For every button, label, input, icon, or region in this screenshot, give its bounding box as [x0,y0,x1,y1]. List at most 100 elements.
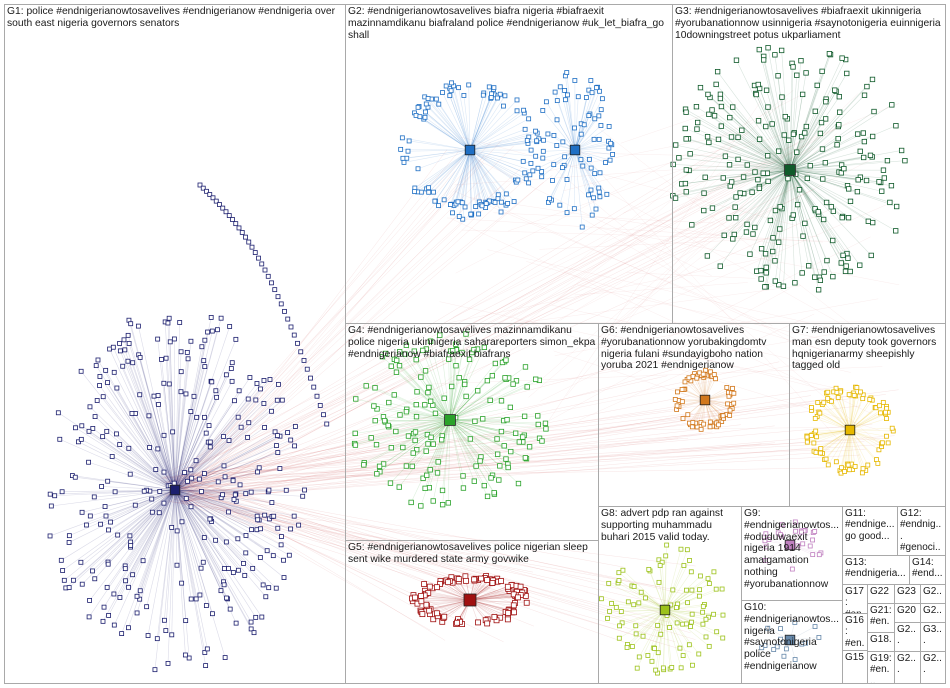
vertex-node-g4 [446,356,452,362]
intra-group-edge [432,419,451,502]
intra-group-edge [363,419,451,466]
inter-group-edge [186,495,660,644]
intra-group-edge [174,489,222,591]
vertex-node-g2 [399,135,405,141]
vertex-node-g3 [711,113,718,119]
vertex-node-g2 [448,202,453,207]
intra-group-edge [174,377,251,491]
intra-group-edge [818,411,851,431]
intra-group-edge [469,97,498,151]
intra-group-edge [435,149,471,202]
intra-group-edge [174,489,205,538]
vertex-node-g3 [733,57,740,63]
intra-group-edge [94,416,176,491]
intra-group-edge [174,338,176,491]
intra-group-edge [631,585,666,611]
inter-group-edge [602,200,896,330]
intra-group-edge [174,489,303,497]
vertex-node-g2 [473,204,479,209]
intra-group-edge [119,489,176,598]
vertex-node-g2 [596,136,602,142]
vertex-node-g3 [747,251,753,257]
intra-group-edge [449,419,546,424]
vertex-node-g2 [610,152,615,157]
intra-group-edge [469,149,489,203]
intra-group-edge [174,489,236,495]
intra-group-edge [174,425,210,491]
vertex-node-g1 [235,567,241,573]
intra-group-edge [746,169,791,225]
vertex-node-g1 [200,559,206,565]
vertex-node-g3 [819,68,825,75]
intra-group-edge [125,489,176,581]
intra-group-edge [124,489,176,567]
inter-group-edge [167,441,865,482]
intra-group-edge [460,149,471,202]
vertex-node-g1 [233,221,239,227]
vertex-node-g2 [563,97,568,103]
intra-group-edge [394,394,451,421]
intra-group-edge [811,429,851,436]
intra-group-edge [449,400,502,421]
vertex-node-g2 [528,147,534,153]
group-label-g3: G3: #endnigerianowtosavelives #biafraexi… [675,6,944,41]
intra-group-edge [128,320,176,491]
vertex-node-g4 [414,447,420,453]
vertex-node-g3 [726,162,733,168]
intra-group-edge [754,85,791,171]
vertex-node-g3 [709,107,715,113]
inter-group-edge [186,446,831,500]
group-label-g24: G2... [923,586,942,604]
intra-group-edge [174,435,281,491]
inter-group-edge [183,503,516,610]
vertex-node-g10 [792,657,798,662]
vertex-node-g5 [437,581,443,587]
intra-group-edge [421,149,471,193]
vertex-node-g3 [838,260,844,266]
vertex-node-g1 [132,502,138,508]
intra-group-edge [849,429,879,464]
inter-group-edge [162,375,401,479]
vertex-node-g1 [256,255,261,261]
vertex-node-g1 [78,368,84,374]
intra-group-edge [618,580,666,611]
vertex-node-g7 [825,396,831,402]
intra-group-edge [789,169,849,190]
vertex-node-g1 [205,329,211,335]
intra-group-edge [731,136,791,171]
vertex-node-g3 [884,158,891,164]
intra-group-edge [789,85,818,171]
vertex-node-g3 [749,189,755,195]
vertex-node-g1 [209,379,215,385]
vertex-node-g4 [382,350,389,357]
intra-group-edge [678,157,791,171]
vertex-node-g8 [640,633,646,639]
intra-group-edge [86,489,176,526]
group-label-g1: G1: police #endnigerianowtosavelives #en… [7,6,338,29]
intra-group-edge [423,118,471,151]
intra-group-edge [469,136,529,151]
vertex-node-g10 [816,635,822,640]
inter-group-edge [186,423,873,484]
vertex-node-g1 [202,364,208,370]
intra-group-edge [449,419,498,440]
vertex-node-g4 [526,444,533,450]
intra-group-edge [174,476,226,491]
vertex-node-g3 [786,137,792,143]
vertex-node-g1 [314,393,320,399]
intra-group-edge [703,169,791,194]
intra-group-edge [607,609,666,619]
vertex-node-g1 [218,315,224,321]
inter-group-edge [186,476,523,584]
vertex-node-g2 [488,95,494,100]
group-label-g31: G3... [923,624,942,647]
vertex-node-g9 [800,541,806,547]
inter-group-edge [184,188,486,483]
intra-group-edge [376,419,451,475]
intra-group-edge [449,352,473,421]
intra-group-edge [174,339,237,491]
vertex-node-g1 [97,383,102,388]
group-label-g8: G8: advert pdp ran against supporting mu… [601,508,726,543]
intra-group-edge [752,169,791,235]
vertex-node-g3 [701,190,707,196]
